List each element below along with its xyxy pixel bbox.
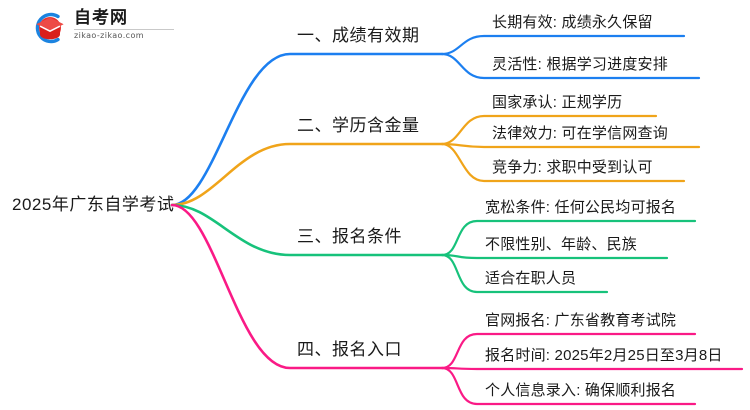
leaf-label-entrance-1: 报名时间: 2025年2月25日至3月8日 xyxy=(485,347,723,364)
leaf-label-value-1: 法律效力: 可在学信网查询 xyxy=(492,125,668,142)
leaf-label-entrance-2: 个人信息录入: 确保顺利报名 xyxy=(485,382,677,399)
branch-label-value: 二、学历含金量 xyxy=(297,116,420,135)
logo-site-name: 自考网 xyxy=(74,8,128,27)
leaf-label-requirements-1: 不限性别、年龄、民族 xyxy=(485,236,638,253)
logo-site-url: zikao-zikao.com xyxy=(74,31,144,40)
leaf-label-requirements-0: 宽松条件: 任何公民均可报名 xyxy=(485,199,677,216)
connector-line xyxy=(440,34,686,56)
logo-wordmark: 自考网 zikao-zikao.com xyxy=(74,8,178,46)
leaf-label-requirements-2: 适合在职人员 xyxy=(485,270,577,287)
connector-line xyxy=(170,142,444,207)
leaf-label-entrance-0: 官网报名: 广东省教育考试院 xyxy=(485,312,677,329)
connector-line xyxy=(440,253,669,260)
root-node-label: 2025年广东自学考试 xyxy=(12,195,175,214)
branch-label-entrance: 四、报名入口 xyxy=(297,340,402,359)
connector-line xyxy=(440,142,701,149)
leaf-label-value-0: 国家承认: 正规学历 xyxy=(492,94,623,111)
graduation-cap-mail-logo-icon xyxy=(35,12,64,44)
leaf-label-validity-1: 灵活性: 根据学习进度安排 xyxy=(492,56,668,73)
connector-line xyxy=(440,366,744,371)
site-logo: 自考网 zikao-zikao.com xyxy=(28,8,178,48)
leaf-label-value-2: 竞争力: 求职中受到认可 xyxy=(492,159,653,176)
logo-divider xyxy=(74,29,174,30)
leaf-label-validity-0: 长期有效: 成绩永久保留 xyxy=(492,14,653,31)
branch-label-validity: 一、成绩有效期 xyxy=(297,26,420,45)
branch-label-requirements: 三、报名条件 xyxy=(297,227,402,246)
